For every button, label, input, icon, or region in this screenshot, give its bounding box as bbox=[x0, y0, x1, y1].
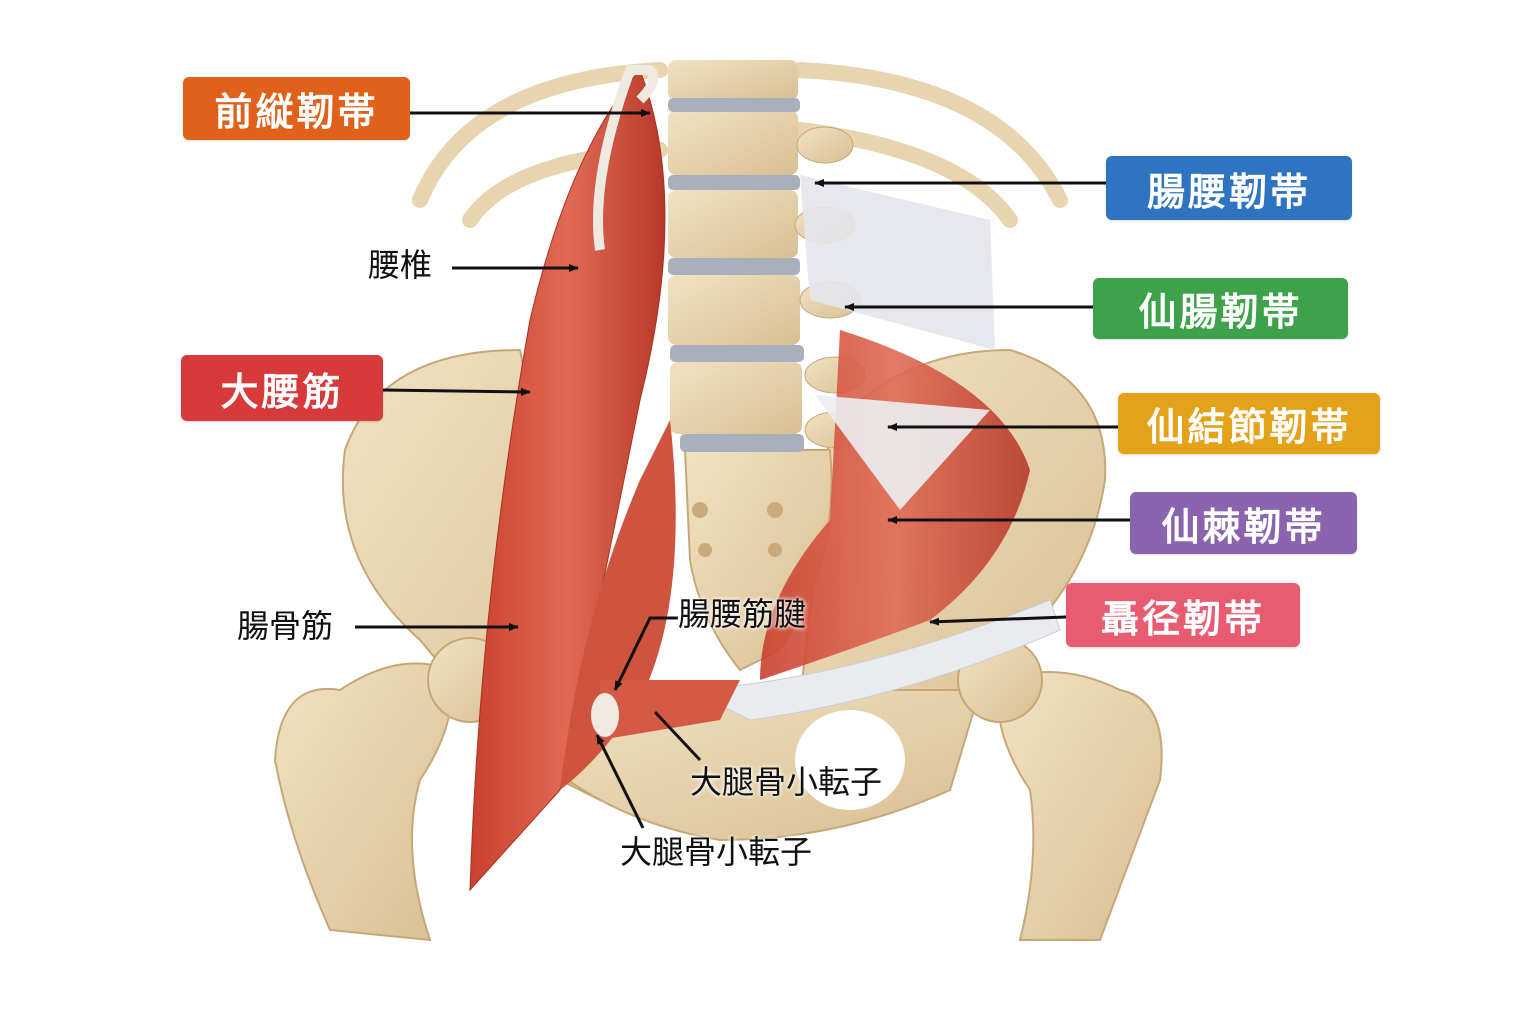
iliopsoas-tendon bbox=[593, 65, 659, 251]
label-iliolumbar-ligament: 腸腰靭帯 bbox=[1106, 156, 1352, 220]
sacrotuberous-ligament bbox=[815, 395, 990, 510]
label-lesser-trochanter-2: 大腿骨小転子 bbox=[620, 833, 813, 871]
inguinal-ligament bbox=[688, 599, 1061, 721]
label-psoas-major: 大腰筋 bbox=[181, 355, 383, 421]
label-lumbar-vertebrae: 腰椎 bbox=[368, 246, 433, 284]
label-anterior-longitudinal-ligament: 前縦靭帯 bbox=[183, 77, 410, 140]
label-inguinal-ligament: 聶径靭帯 bbox=[1066, 583, 1300, 647]
obturator-foramen bbox=[795, 710, 905, 810]
label-iliopsoas-tendon: 腸腰筋腱 bbox=[678, 595, 807, 633]
label-iliacus: 腸骨筋 bbox=[237, 607, 334, 645]
label-sacrospinous-ligament: 仙棘靭帯 bbox=[1130, 492, 1357, 554]
iliacus-muscle bbox=[560, 420, 676, 790]
leader-lines bbox=[355, 109, 1130, 829]
label-sacroiliac-ligament: 仙腸靭帯 bbox=[1093, 278, 1348, 339]
label-lesser-trochanter-1: 大腿骨小転子 bbox=[690, 763, 883, 801]
iliolumbar-ligament bbox=[800, 175, 995, 350]
label-sacrotuberous-ligament: 仙結節靭帯 bbox=[1118, 393, 1380, 454]
psoas-major-muscle bbox=[469, 69, 666, 892]
left-femur bbox=[273, 662, 453, 942]
